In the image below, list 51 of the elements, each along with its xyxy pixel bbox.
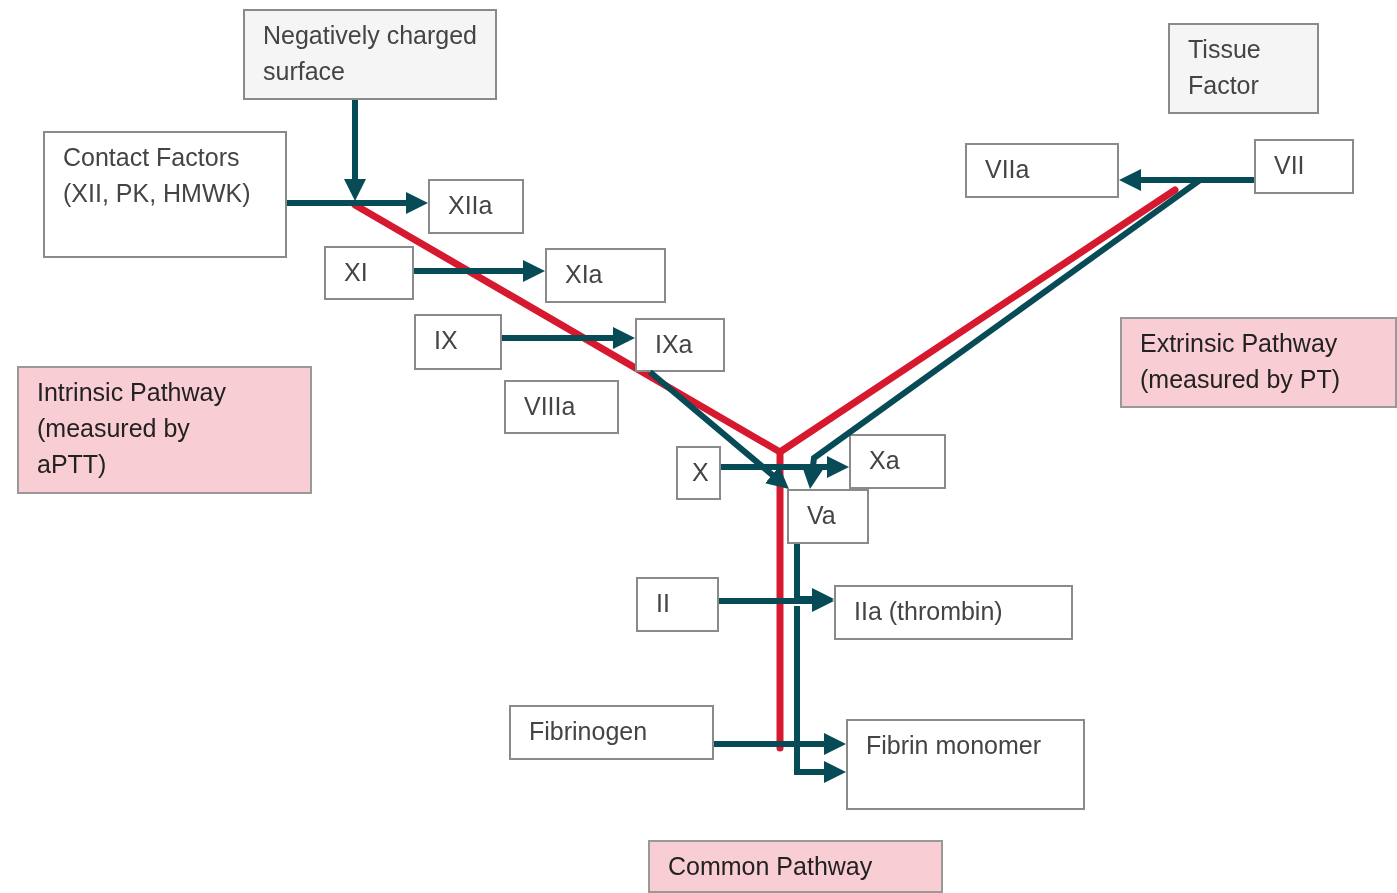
pathway-label-box xyxy=(17,366,312,494)
factor-label: Fibrinogen xyxy=(529,716,649,747)
pathway-label-box xyxy=(648,840,943,893)
factor-label: Tissue Factor xyxy=(1188,34,1262,101)
factor-box xyxy=(43,131,287,258)
factor-label: IXa xyxy=(655,329,694,360)
factor-label: X xyxy=(692,457,710,488)
factor-label: Common Pathway xyxy=(668,851,874,882)
factor-box xyxy=(1168,23,1319,114)
factor-label: Contact Factors (XII, PK, HMWK) xyxy=(63,142,252,209)
factor-label: XIIa xyxy=(448,190,494,221)
arrow xyxy=(721,456,849,478)
factor-box xyxy=(504,380,619,434)
factor-label: Negatively charged surface xyxy=(263,20,478,87)
pathway-label-box xyxy=(1120,317,1397,408)
factor-label: IIa (thrombin) xyxy=(854,596,1004,627)
factor-box xyxy=(243,9,497,100)
factor-label: Fibrin monomer xyxy=(866,730,1043,761)
arrow xyxy=(414,260,545,282)
arrow xyxy=(801,177,1254,489)
arrow xyxy=(714,733,846,755)
arrow xyxy=(287,192,428,214)
factor-label: VIIIa xyxy=(524,391,577,422)
factor-box xyxy=(849,434,946,489)
factor-label: VII xyxy=(1274,150,1306,181)
factor-box xyxy=(1254,139,1354,194)
arrow xyxy=(344,100,366,201)
factor-box xyxy=(636,577,719,632)
factor-box xyxy=(428,179,524,234)
arrow xyxy=(502,327,635,349)
factor-label: XIa xyxy=(565,259,604,290)
factor-box xyxy=(509,705,714,760)
factor-label: XI xyxy=(344,257,369,288)
factor-box xyxy=(324,246,414,300)
factor-box xyxy=(414,314,502,370)
factor-box xyxy=(834,585,1073,640)
factor-box xyxy=(965,143,1119,198)
factor-box xyxy=(635,318,725,372)
factor-box xyxy=(676,446,721,500)
factor-label: VIIa xyxy=(985,154,1031,185)
factor-label: Va xyxy=(807,500,837,531)
factor-box xyxy=(545,248,666,303)
factor-label: II xyxy=(656,588,671,619)
factor-label: Xa xyxy=(869,445,901,476)
arrow xyxy=(648,369,789,489)
arrow xyxy=(794,606,846,783)
factor-label: Extrinsic Pathway (measured by PT) xyxy=(1140,328,1342,395)
factor-box xyxy=(846,719,1085,810)
factor-label: IX xyxy=(434,325,459,356)
factor-label: Intrinsic Pathway (measured by aPTT) xyxy=(37,377,227,480)
factor-box xyxy=(787,489,869,544)
